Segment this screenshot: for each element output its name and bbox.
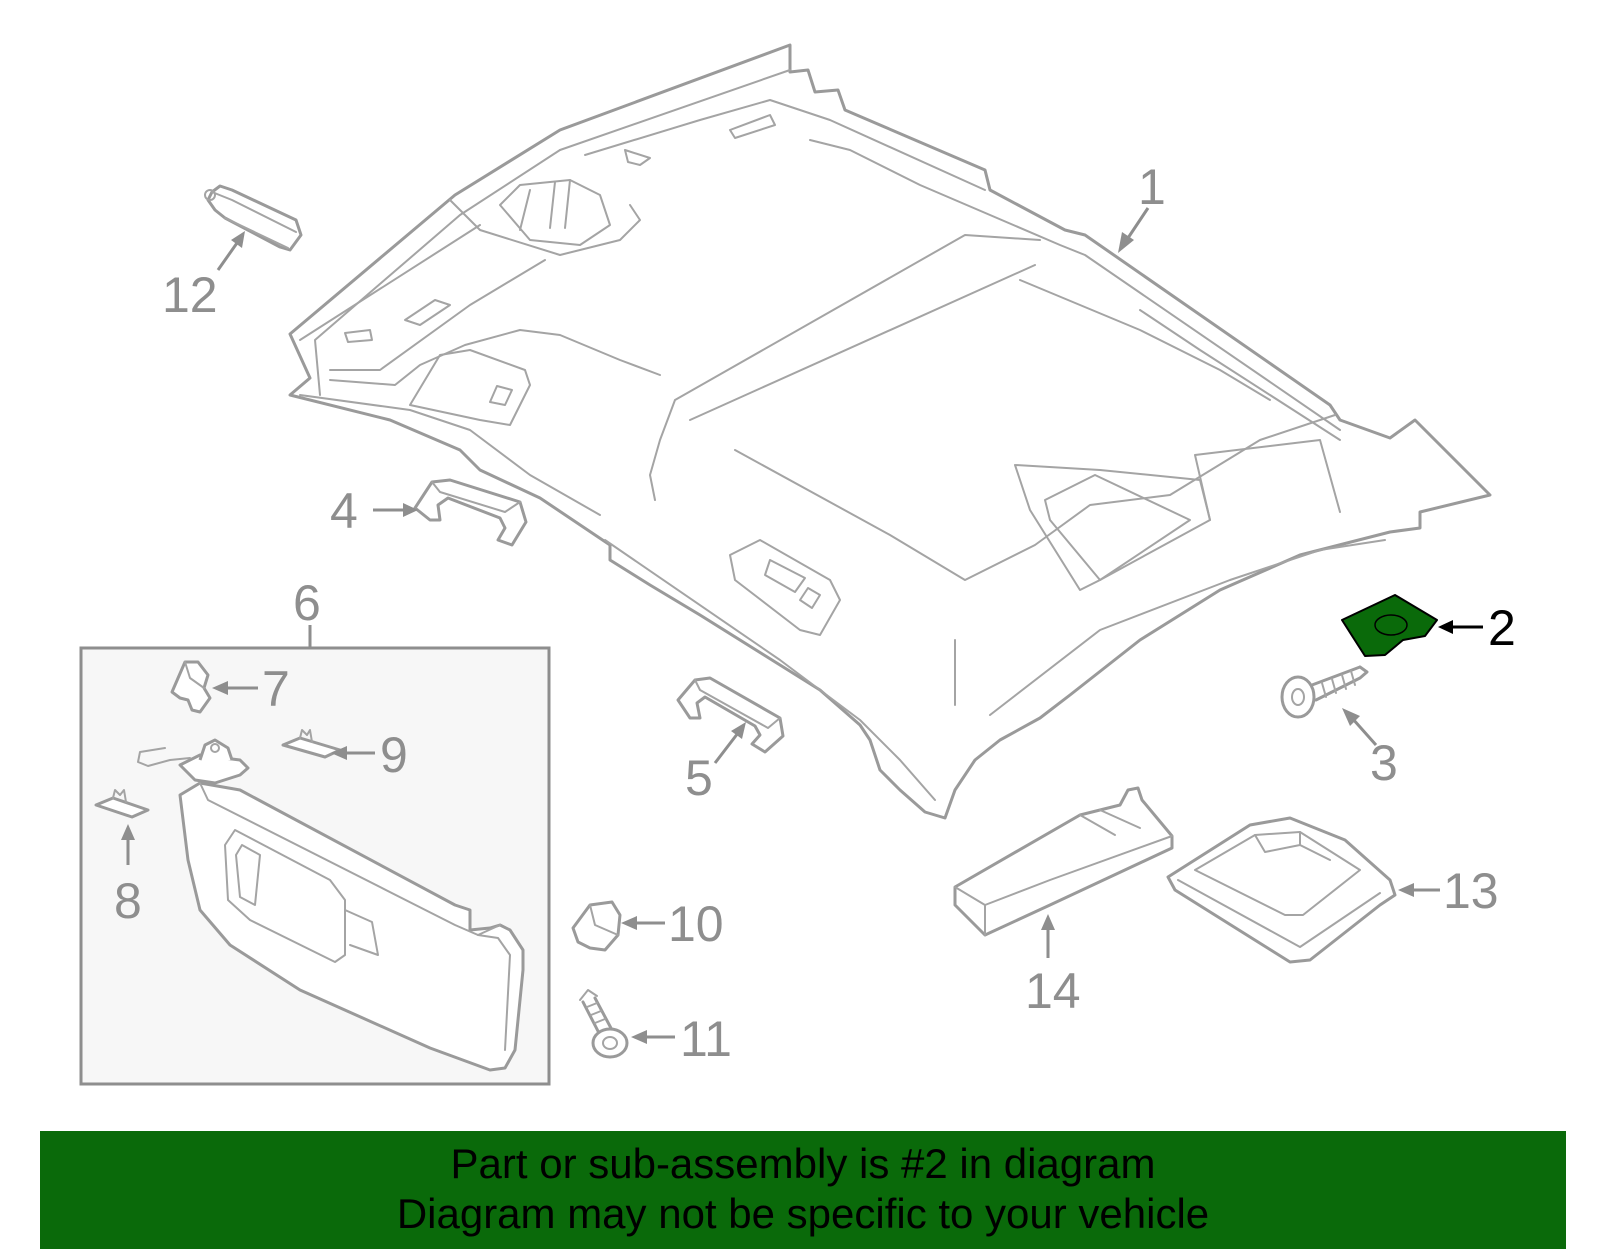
callout-label-2: 2	[1488, 600, 1516, 656]
callout-12: 12	[162, 231, 245, 323]
screw-part-3	[1280, 665, 1369, 719]
callout-label-11: 11	[680, 1011, 732, 1067]
clip-part-7	[170, 660, 212, 714]
callout-8: 8	[114, 824, 142, 929]
callout-label-10: 10	[668, 896, 724, 952]
callout-label-14: 14	[1025, 963, 1081, 1019]
callout-2: 2	[1438, 600, 1516, 656]
panel-part-14	[953, 786, 1174, 937]
callout-label-13: 13	[1443, 863, 1499, 919]
callout-label-5: 5	[685, 750, 713, 806]
callout-5: 5	[685, 722, 746, 806]
sun-visor	[178, 781, 525, 1072]
callout-label-1: 1	[1138, 159, 1166, 215]
callout-label-3: 3	[1370, 735, 1398, 791]
callout-14: 14	[1025, 914, 1081, 1019]
grab-handle-part-5	[676, 676, 785, 754]
callout-label-6: 6	[293, 575, 321, 631]
pad-part-2[interactable]	[1341, 594, 1438, 657]
light-part-12	[204, 184, 303, 252]
callout-label-4: 4	[330, 483, 358, 539]
clip-part-8	[94, 789, 150, 819]
callout-9: 9	[331, 727, 408, 783]
callout-11: 11	[631, 1011, 732, 1067]
callout-7: 7	[212, 661, 290, 717]
callout-label-7: 7	[262, 661, 290, 717]
callout-10: 10	[621, 896, 724, 952]
grab-handle-part-4	[413, 478, 528, 547]
visor-mount	[137, 738, 250, 785]
headliner-part-1	[288, 43, 1492, 820]
callout-label-8: 8	[114, 873, 142, 929]
callout-1: 1	[1118, 159, 1166, 253]
banner-line-1: Part or sub-assembly is #2 in diagram	[450, 1140, 1156, 1187]
cover-part-13	[1166, 816, 1397, 964]
banner-line-2: Diagram may not be specific to your vehi…	[396, 1190, 1210, 1237]
bolt-part-11	[579, 989, 629, 1059]
callout-13: 13	[1398, 863, 1499, 919]
callout-label-9: 9	[380, 727, 408, 783]
info-banner: Part or sub-assembly is #2 in diagram Di…	[40, 1131, 1566, 1249]
callout-3: 3	[1342, 708, 1398, 791]
clip-part-10	[571, 900, 622, 952]
callout-4: 4	[330, 483, 418, 539]
callout-label-12: 12	[162, 267, 218, 323]
